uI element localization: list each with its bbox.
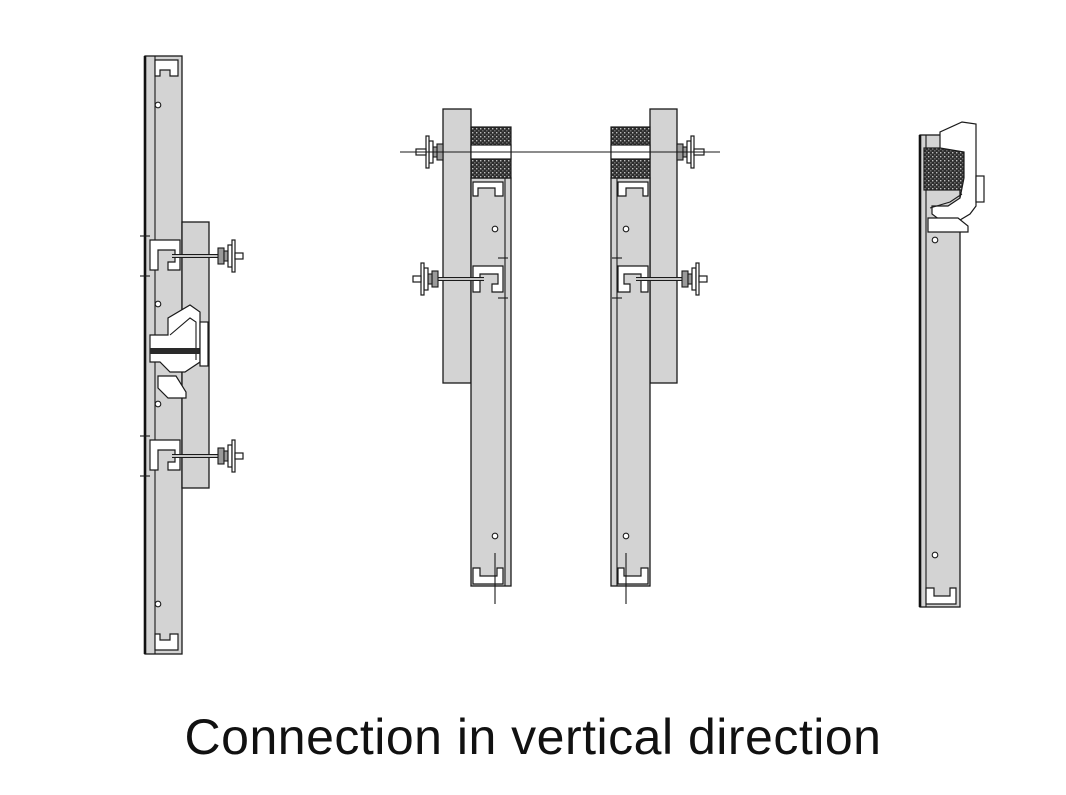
view-right-profile-clamp bbox=[918, 121, 985, 608]
view-left-panel-joint bbox=[140, 55, 245, 655]
technical-drawing bbox=[140, 55, 985, 655]
view-center-right-profile bbox=[610, 108, 709, 604]
figure-caption: Connection in vertical direction bbox=[184, 709, 882, 765]
view-center-left-profile bbox=[413, 108, 512, 604]
